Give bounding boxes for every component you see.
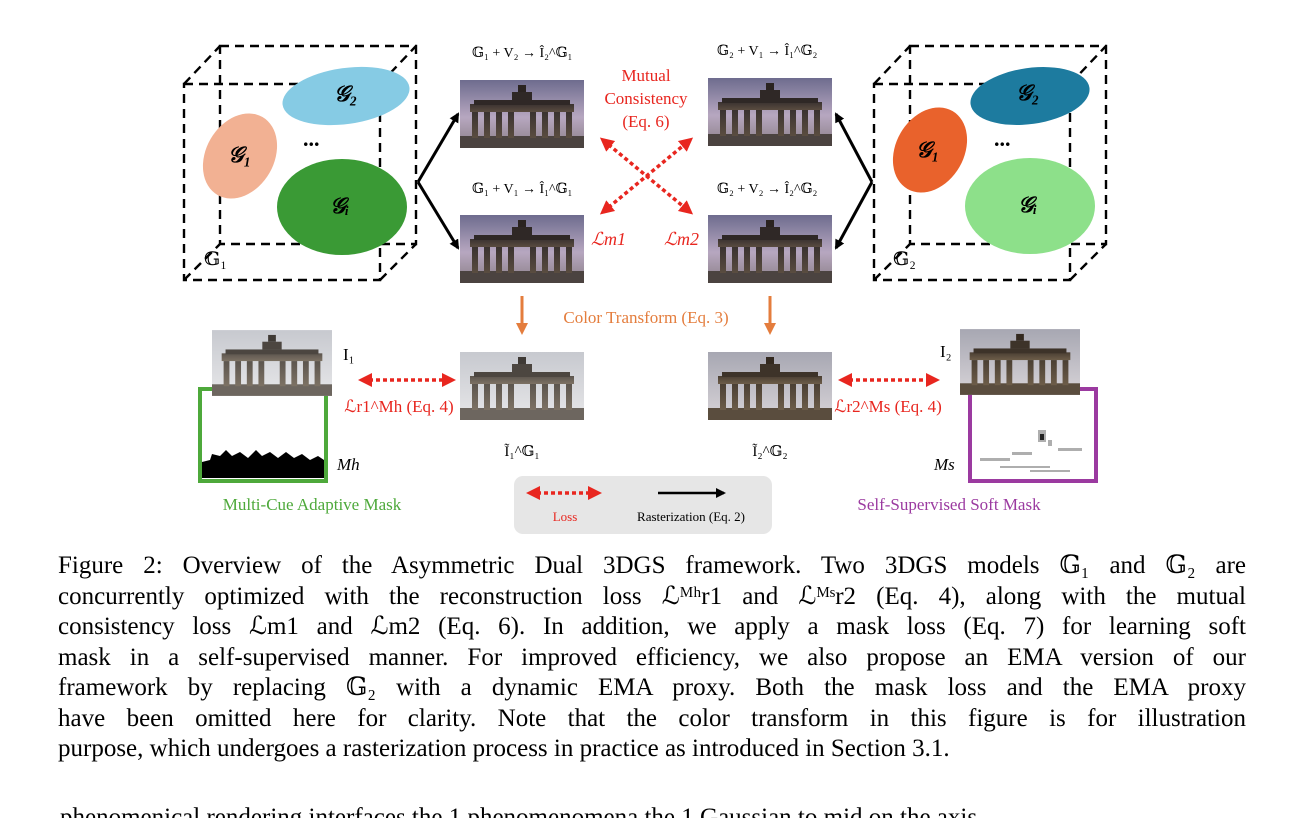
right-gaussian-g1-label: 𝒢₁ [916, 137, 939, 162]
loss-r1-label: ℒr1^Mh (Eq. 4) [344, 397, 453, 416]
render-image-top-left [460, 80, 584, 148]
left-mask-title: Multi-Cue Adaptive Mask [223, 495, 402, 514]
mask-s-image [972, 391, 1094, 479]
left-gaussian-g1 [202, 113, 278, 199]
input-image-I2-label: I₂ [940, 342, 952, 361]
mutual-consistency-loss-arrows [599, 137, 694, 215]
left-ellipsis: ... [303, 126, 320, 151]
body-text-cutoff: phenomenical rendering interfaces the 1 … [60, 804, 978, 818]
caption-line-6: have been omitted here for clarity. Note… [58, 704, 1246, 732]
color-transform-arrows [516, 296, 776, 335]
right-gaussian-g1 [892, 107, 968, 193]
left-gaussian-gi-label: 𝒢ᵢ [330, 193, 350, 218]
caption-line-7: purpose, which undergoes a rasterization… [58, 735, 950, 762]
loss-m1-label: ℒm1 [591, 229, 626, 249]
render-label-bottom-right: 𝔾₂ + V₂ → Î₂^𝔾₂ [717, 180, 818, 197]
caption-line-3: consistency loss ℒm1 and ℒm2 (Eq. 6). In… [58, 613, 1246, 640]
loss-r2-label: ℒr2^Ms (Eq. 4) [834, 397, 942, 416]
transformed-image-2 [708, 352, 832, 420]
render-label-bottom-left: 𝔾₁ + V₁ → Î₁^𝔾₁ [472, 180, 572, 197]
overview-figure: 𝒢₂ 𝒢₁ 𝒢ᵢ ... 𝔾₁ 𝒢₂ 𝒢₁ 𝒢ᵢ ... 𝔾₂ 𝔾₁ + V₂ … [182, 42, 1108, 534]
caption-line-5: framework by replacing 𝔾₂ with a dynamic… [58, 674, 1246, 701]
left-model-label: 𝔾₁ [204, 249, 227, 270]
render-image-bottom-right [708, 215, 832, 283]
figure-caption: Figure 2: Overview of the Asymmetric Dua… [58, 551, 1246, 765]
transformed-image-2-label: Ĩ₂^𝔾₂ [752, 444, 787, 460]
mask-h-label: Mh [336, 455, 360, 474]
mutual-consistency-line1: Mutual [621, 66, 670, 85]
right-gaussian-g2-label: 𝒢₂ [1016, 80, 1039, 105]
right-mask-title: Self-Supervised Soft Mask [857, 495, 1041, 514]
transformed-image-1 [460, 352, 584, 420]
mask-s-label: Ms [933, 455, 955, 474]
caption-line-4: mask in a self-supervised manner. For im… [58, 643, 1246, 671]
right-model-label: 𝔾₂ [893, 249, 916, 270]
input-image-I1-label: I₁ [343, 345, 355, 364]
left-gaussian-g2-label: 𝒢₂ [334, 81, 357, 106]
left-gaussian-g2 [282, 66, 410, 126]
render-image-bottom-left [460, 215, 584, 283]
rasterization-arrows [416, 112, 874, 250]
right-ellipsis: ... [994, 126, 1011, 151]
legend-loss-label: Loss [553, 509, 578, 524]
legend-raster-label: Rasterization (Eq. 2) [637, 509, 745, 524]
transformed-image-1-label: Ĩ₁^𝔾₁ [504, 444, 539, 460]
right-gaussian-gi [965, 158, 1095, 254]
left-gaussian-gi [277, 159, 407, 255]
caption-line-2: concurrently optimized with the reconstr… [58, 582, 1246, 610]
legend: Loss Rasterization (Eq. 2) [514, 476, 772, 534]
render-label-top-left: 𝔾₁ + V₂ → Î₂^𝔾₁ [472, 44, 572, 61]
mutual-consistency-line3: (Eq. 6) [622, 112, 669, 131]
caption-line-1: Figure 2: Overview of the Asymmetric Dua… [58, 552, 1246, 579]
color-transform-label: Color Transform (Eq. 3) [563, 308, 728, 327]
input-image-I1 [212, 330, 332, 396]
render-image-top-right [708, 78, 832, 146]
mutual-consistency-line2: Consistency [604, 89, 688, 108]
right-gaussian-g2 [970, 67, 1090, 125]
mask-h-image [202, 391, 324, 479]
right-gaussian-gi-label: 𝒢ᵢ [1018, 192, 1038, 217]
input-image-I2 [960, 329, 1080, 395]
loss-m2-label: ℒm2 [664, 229, 699, 249]
left-gaussian-g1-label: 𝒢₁ [228, 142, 251, 167]
render-label-top-right: 𝔾₂ + V₁ → Î₁^𝔾₂ [717, 42, 818, 59]
